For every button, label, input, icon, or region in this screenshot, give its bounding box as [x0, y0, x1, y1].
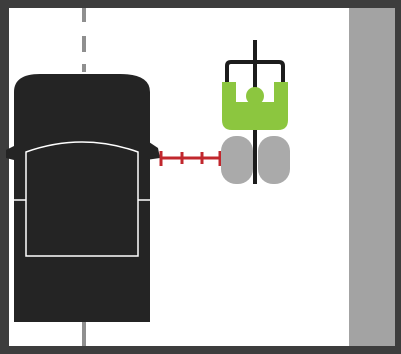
cyclist-head — [246, 87, 264, 105]
car-top-view-icon — [6, 74, 160, 322]
cyclist-top-view-icon — [221, 40, 290, 184]
curb — [349, 8, 395, 346]
bike-wheel-right — [258, 136, 290, 184]
car-body — [14, 74, 150, 322]
bike-wheel-left — [221, 136, 253, 184]
